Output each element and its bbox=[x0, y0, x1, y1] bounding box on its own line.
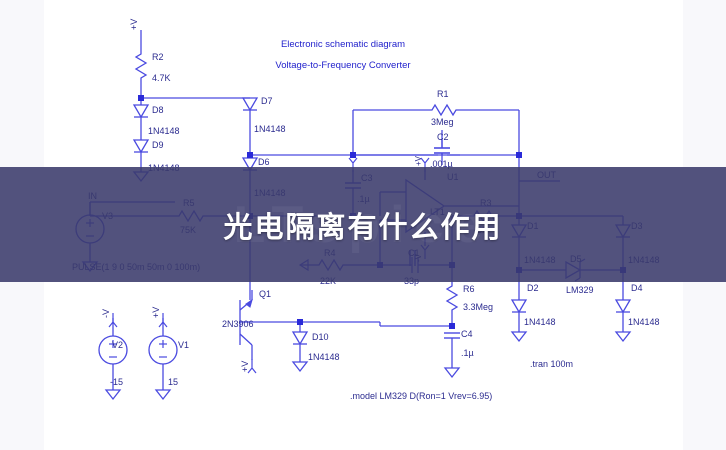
supply-plus-v-top-label: +V bbox=[129, 19, 139, 30]
component-value-r6: 3.3Meg bbox=[463, 302, 493, 312]
model-directive: .model LM329 D(Ron=1 Vrev=6.95) bbox=[350, 391, 492, 401]
component-ref-d2: D2 bbox=[527, 283, 539, 293]
component-value-d10: 1N4148 bbox=[308, 352, 340, 362]
component-ref-r2: R2 bbox=[152, 52, 164, 62]
component-ref-d9: D9 bbox=[152, 140, 164, 150]
component-ref-d6: D6 bbox=[258, 157, 270, 167]
component-ref-v2: V2 bbox=[112, 340, 123, 350]
component-value-c2: .001µ bbox=[430, 159, 453, 169]
caption-overlay-band bbox=[0, 167, 726, 282]
component-ref-d8: D8 bbox=[152, 105, 164, 115]
component-ref-d7: D7 bbox=[261, 96, 273, 106]
schematic-title-2: Voltage-to-Frequency Converter bbox=[275, 60, 410, 71]
component-value-q1: 2N3906 bbox=[222, 319, 254, 329]
component-value-v2: -15 bbox=[110, 377, 123, 387]
caption-overlay-text: 光电隔离有什么作用 bbox=[223, 209, 503, 244]
component-value-v1: 15 bbox=[168, 377, 178, 387]
component-value-d8: 1N4148 bbox=[148, 126, 180, 136]
component-value-d7: 1N4148 bbox=[254, 124, 286, 134]
component-value-r1: 3Meg bbox=[431, 117, 454, 127]
component-ref-c2: C2 bbox=[437, 132, 449, 142]
supply-plus-v-q1-label: +V bbox=[240, 361, 250, 372]
component-value-d5: LM329 bbox=[566, 285, 594, 295]
component-ref-d10: D10 bbox=[312, 332, 329, 342]
component-value-c4: .1µ bbox=[461, 348, 474, 358]
component-ref-r6: R6 bbox=[463, 284, 475, 294]
component-value-d4: 1N4148 bbox=[628, 317, 660, 327]
component-ref-c4: C4 bbox=[461, 329, 473, 339]
opamp-plus-v-label: +V bbox=[414, 155, 423, 166]
component-ref-v1: V1 bbox=[178, 340, 189, 350]
component-value-d2: 1N4148 bbox=[524, 317, 556, 327]
tran-directive: .tran 100m bbox=[530, 359, 573, 369]
component-ref-q1: Q1 bbox=[259, 289, 271, 299]
supply-plus-v-v1-label: +V bbox=[151, 307, 161, 318]
component-value-r2: 4.7K bbox=[152, 73, 171, 83]
component-ref-r1: R1 bbox=[437, 89, 449, 99]
supply-minus-v-v2-label: -V bbox=[101, 309, 111, 318]
component-ref-d4: D4 bbox=[631, 283, 643, 293]
schematic-title-1: Electronic schematic diagram bbox=[281, 39, 405, 50]
